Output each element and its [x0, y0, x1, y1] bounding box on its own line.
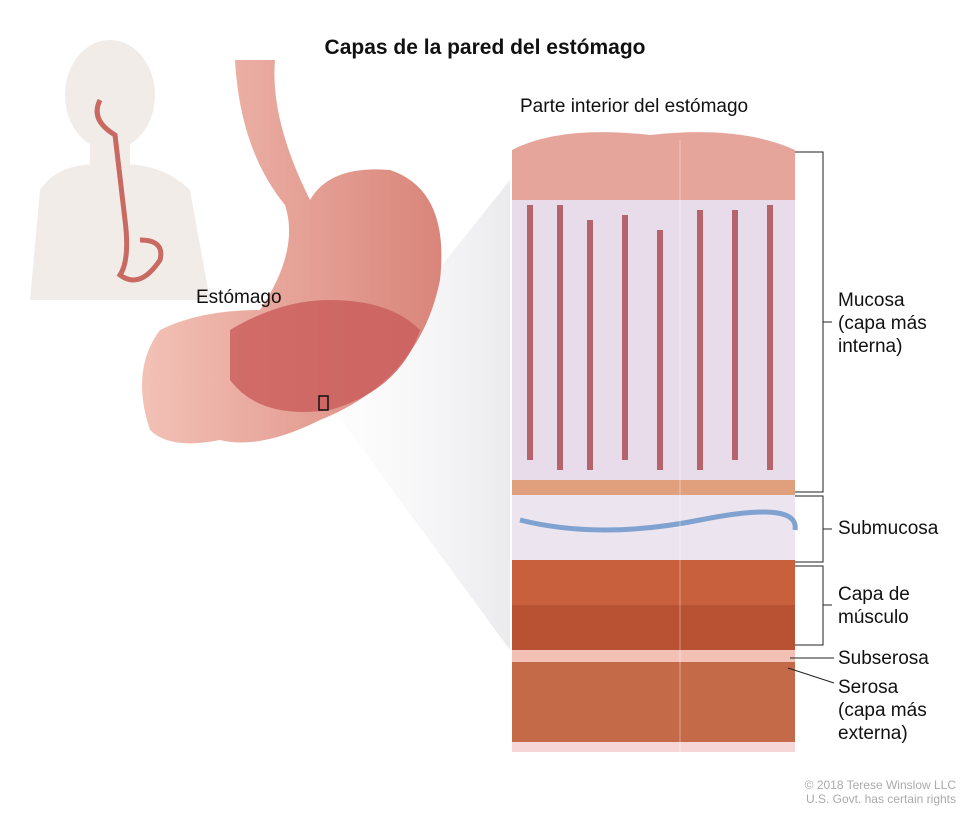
esophagus-small: [94, 98, 164, 283]
copyright: © 2018 Terese Winslow LLC U.S. Govt. has…: [804, 778, 956, 806]
tissue-block: [512, 132, 798, 752]
body-silhouette: [30, 40, 210, 300]
stomach-label: Estómago: [196, 287, 282, 308]
page-title: Capas de la pared del estómago: [324, 36, 646, 59]
zoom-cone: [330, 180, 510, 650]
layer-label-muscle: Capa de músculo: [838, 584, 910, 628]
layer-label-submucosa: Submucosa: [838, 518, 939, 539]
stomach: [142, 60, 442, 444]
layer-brackets: [787, 151, 835, 684]
layer-label-serosa: Serosa (capa más externa): [838, 677, 927, 744]
inner-stomach-label: Parte interior del estómago: [520, 96, 749, 117]
sample-marker: [318, 395, 329, 411]
layer-label-subserosa: Subserosa: [838, 648, 929, 669]
layer-label-mucosa: Mucosa (capa más interna): [838, 290, 927, 357]
